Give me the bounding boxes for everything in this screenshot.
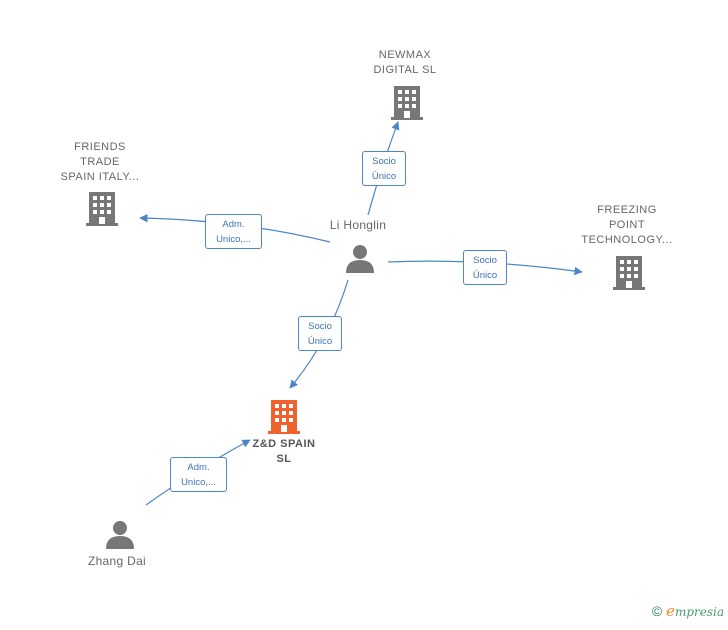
building-icon[interactable] bbox=[391, 84, 423, 120]
edge-label-li-friends[interactable]: Adm. Unico,... bbox=[205, 214, 262, 249]
edge-label-li-newmax[interactable]: Socio Único bbox=[362, 151, 406, 186]
node-label-newmax[interactable]: NEWMAX DIGITAL SL bbox=[373, 49, 437, 76]
person-icon[interactable] bbox=[105, 520, 135, 549]
node-label-freezing[interactable]: FREEZING POINT TECHNOLOGY... bbox=[581, 204, 673, 246]
edge-label-li-freezing[interactable]: Socio Único bbox=[463, 250, 507, 285]
node-label-zd[interactable]: Z&D SPAIN SL bbox=[252, 438, 316, 465]
person-icon[interactable] bbox=[345, 244, 375, 273]
brand-watermark: © empresia bbox=[652, 602, 724, 620]
brand-logo: empresia bbox=[666, 602, 724, 620]
building-icon[interactable] bbox=[86, 190, 118, 226]
node-label-li[interactable]: Li Honglin bbox=[329, 218, 387, 232]
node-label-friends[interactable]: FRIENDS TRADE SPAIN ITALY... bbox=[60, 141, 140, 183]
building-icon-focus[interactable] bbox=[268, 398, 300, 434]
edge-label-li-zd[interactable]: Socio Único bbox=[298, 316, 342, 351]
edge-label-zhang-zd[interactable]: Adm. Unico,... bbox=[170, 457, 227, 492]
node-label-zhang[interactable]: Zhang Dai bbox=[87, 554, 147, 568]
copyright-icon: © bbox=[651, 603, 663, 619]
building-icon[interactable] bbox=[613, 254, 645, 290]
